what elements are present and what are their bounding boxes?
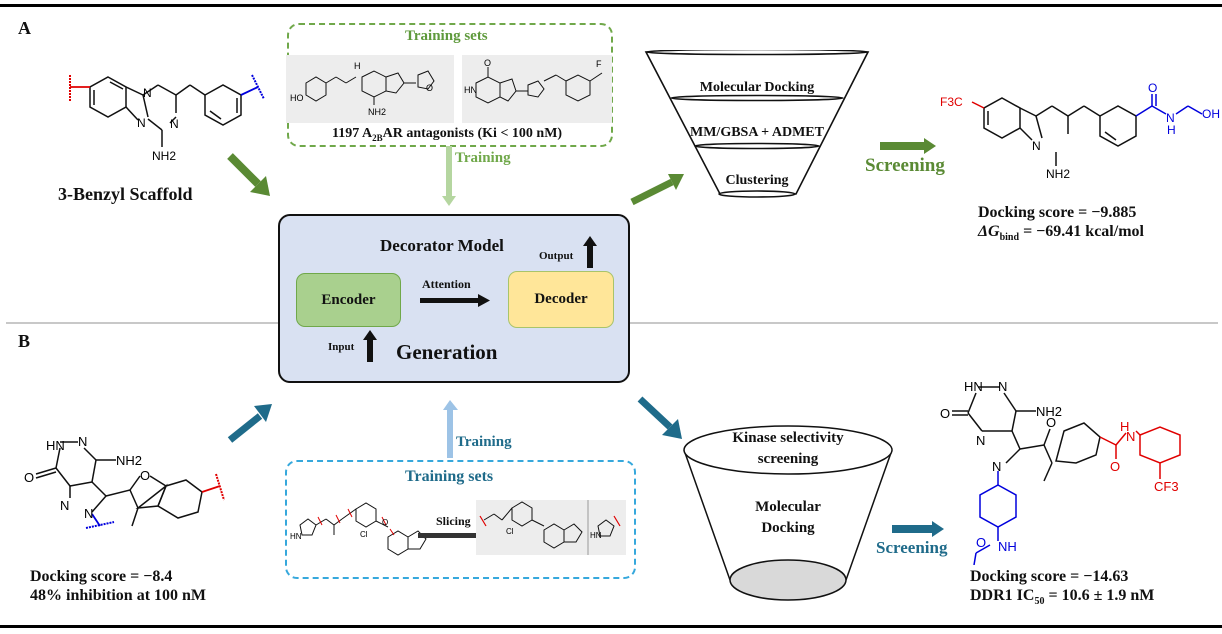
atom-o: O bbox=[140, 468, 150, 483]
atom-hn: HN bbox=[964, 379, 983, 394]
atom-n: N bbox=[84, 506, 93, 521]
panel-label-b: B bbox=[18, 331, 31, 351]
attention-label: Attention bbox=[422, 277, 471, 291]
atom-o: O bbox=[426, 83, 433, 93]
atom-oh: OH bbox=[1202, 107, 1220, 121]
arrow-to-model-b bbox=[227, 404, 272, 443]
input-arrow bbox=[363, 330, 377, 362]
atom-o: O bbox=[1046, 415, 1056, 430]
atom-o: O bbox=[382, 518, 388, 527]
encoder-block: Encoder bbox=[296, 273, 401, 327]
training-sets-title-a: Training sets bbox=[405, 28, 488, 44]
hit-dg-bind-a: ΔGbind = −69.41 kcal/mol bbox=[978, 223, 1144, 244]
output-label: Output bbox=[539, 250, 574, 262]
atom-o: O bbox=[1110, 459, 1120, 474]
screening-label-a: Screening bbox=[865, 155, 945, 176]
funnel-layer-1: Molecular Docking bbox=[699, 80, 815, 95]
funnel-layer-3: Clustering bbox=[725, 173, 789, 188]
training-arrow-a bbox=[442, 146, 456, 206]
screening-arrow-a bbox=[880, 138, 936, 154]
training-sets-box-b bbox=[285, 460, 636, 579]
atom-f3c: F3C bbox=[940, 95, 963, 109]
decoder-block: Decoder bbox=[508, 271, 614, 328]
screening-label-b: Screening bbox=[876, 538, 948, 557]
screening-arrow-b bbox=[892, 521, 944, 537]
funnel-top-line-2: screening bbox=[757, 451, 819, 467]
atom-n: N bbox=[998, 379, 1007, 394]
atom-o: O bbox=[976, 535, 986, 550]
atom-o: O bbox=[940, 406, 950, 421]
funnel-a bbox=[644, 50, 870, 198]
atom-n: N bbox=[976, 433, 985, 448]
start-docking-score-b: Docking score = −8.4 bbox=[30, 568, 173, 585]
funnel-top-line-1: Kinase selectivity bbox=[732, 430, 844, 446]
atom-f: F bbox=[596, 59, 602, 69]
atom-hn: HN bbox=[290, 532, 302, 541]
scaffold-molecule-a: N N N NH2 bbox=[69, 74, 265, 163]
atom-h: H bbox=[1120, 419, 1129, 434]
training-molecule-card-2: O HN F bbox=[462, 55, 612, 123]
hit-ic50-b: DDR1 IC50 = 10.6 ± 1.9 nM bbox=[970, 587, 1155, 608]
generation-label: Generation bbox=[396, 340, 498, 364]
atom-h: H bbox=[354, 61, 361, 71]
funnel-body-line-2: Docking bbox=[761, 520, 815, 536]
arrow-to-funnel-a bbox=[630, 174, 684, 206]
start-inhibition-b: 48% inhibition at 100 nM bbox=[30, 587, 207, 604]
funnel-body-line-1: Molecular bbox=[755, 499, 821, 515]
hit-docking-score-a: Docking score = −9.885 bbox=[978, 204, 1137, 221]
panel-label-a: A bbox=[18, 18, 31, 38]
hit-molecule-a: F3C N NH2 O N H OH bbox=[940, 81, 1220, 181]
atom-n: N bbox=[143, 86, 152, 100]
atom-o: O bbox=[1148, 81, 1157, 95]
atom-n: N bbox=[992, 459, 1001, 474]
training-arrow-b bbox=[443, 400, 458, 458]
sliced-fragments-card: Cl HN bbox=[476, 500, 626, 555]
training-sets-title-b: Training sets bbox=[405, 468, 494, 485]
slicing-label: Slicing bbox=[436, 514, 471, 528]
atom-nh2: NH2 bbox=[1036, 404, 1062, 419]
atom-n: N bbox=[137, 116, 146, 130]
scaffold-caption: 3-Benzyl Scaffold bbox=[58, 184, 193, 204]
atom-o: O bbox=[484, 58, 491, 68]
atom-nh2: NH2 bbox=[368, 107, 386, 117]
bottom-rule bbox=[0, 625, 1222, 628]
funnel-layer-2: MM/GBSA + ADMET bbox=[690, 125, 824, 140]
atom-nh2: NH2 bbox=[1046, 167, 1070, 181]
atom-cl: Cl bbox=[360, 530, 368, 539]
training-sets-caption-a: 1197 A2BAR antagonists (Ki < 100 nM) bbox=[332, 126, 563, 143]
top-rule bbox=[0, 4, 1222, 7]
training-label-a: Training bbox=[455, 150, 511, 166]
model-title: Decorator Model bbox=[380, 236, 504, 255]
atom-o: O bbox=[24, 470, 34, 485]
attention-arrow bbox=[420, 294, 490, 307]
training-label-b: Training bbox=[456, 434, 512, 450]
arrow-to-model-a bbox=[227, 153, 270, 196]
training-molecule-b: HN Cl O bbox=[290, 502, 427, 556]
arrow-to-funnel-b bbox=[637, 396, 682, 439]
atom-n: N bbox=[1032, 139, 1041, 153]
atom-hn: HN bbox=[590, 531, 602, 540]
atom-n: N bbox=[170, 117, 179, 131]
training-molecule-card-1: HO H O NH2 bbox=[286, 55, 454, 123]
hit-molecule-b: HN N NH2 O O N N H N O CF3 NH O bbox=[940, 379, 1181, 565]
input-label: Input bbox=[328, 341, 355, 353]
atom-cf3: CF3 bbox=[1154, 479, 1179, 494]
atom-nh2: NH2 bbox=[152, 149, 176, 163]
atom-n: N bbox=[60, 498, 69, 513]
output-arrow bbox=[583, 236, 597, 268]
hit-docking-score-b: Docking score = −14.63 bbox=[970, 568, 1129, 585]
atom-h: H bbox=[1167, 123, 1176, 137]
atom-hn: HN bbox=[46, 438, 65, 453]
atom-ho: HO bbox=[290, 93, 304, 103]
funnel-b bbox=[683, 425, 893, 601]
atom-n: N bbox=[78, 434, 87, 449]
atom-cl: Cl bbox=[506, 527, 514, 536]
atom-nh: NH bbox=[998, 539, 1017, 554]
atom-n: N bbox=[1166, 111, 1175, 125]
start-molecule-b: HN N NH2 O O N N bbox=[24, 434, 225, 529]
atom-hn: HN bbox=[464, 85, 477, 95]
atom-nh2: NH2 bbox=[116, 453, 142, 468]
atom-n: N bbox=[1126, 429, 1135, 444]
